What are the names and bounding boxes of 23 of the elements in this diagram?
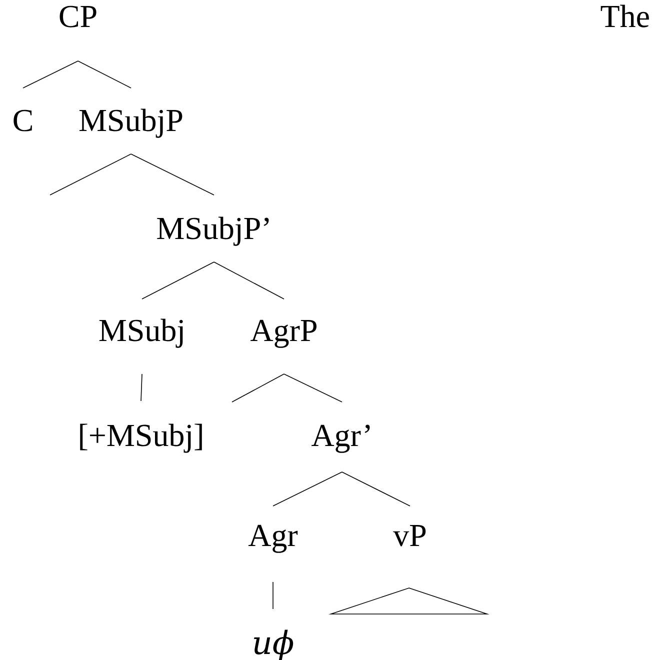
tree-label: MSubjP	[79, 108, 182, 138]
branch-line	[342, 472, 410, 506]
branch-line	[232, 374, 284, 402]
branch-line	[22, 60, 78, 88]
branch-line	[50, 154, 132, 196]
text-fragment: The	[600, 4, 649, 28]
tree-label: AgrP	[250, 320, 316, 348]
branch-line	[78, 60, 132, 88]
tree-label: [+MSubj]	[80, 424, 202, 453]
tree-label: MSubjP’	[157, 216, 269, 246]
branch-line	[140, 374, 142, 402]
branch-line	[272, 582, 274, 610]
tree-label: Agr’	[312, 424, 370, 453]
tree-label: Agr	[248, 524, 298, 553]
tree-label: C	[14, 110, 32, 132]
branch-line	[284, 374, 342, 402]
branch-line	[130, 154, 214, 196]
tree-label: vP	[393, 525, 426, 546]
branch-line	[272, 472, 342, 506]
tree-label: MSubj	[99, 318, 183, 348]
branch-line	[214, 262, 284, 300]
branch-line	[142, 262, 214, 300]
tree-label: CP	[60, 6, 96, 28]
